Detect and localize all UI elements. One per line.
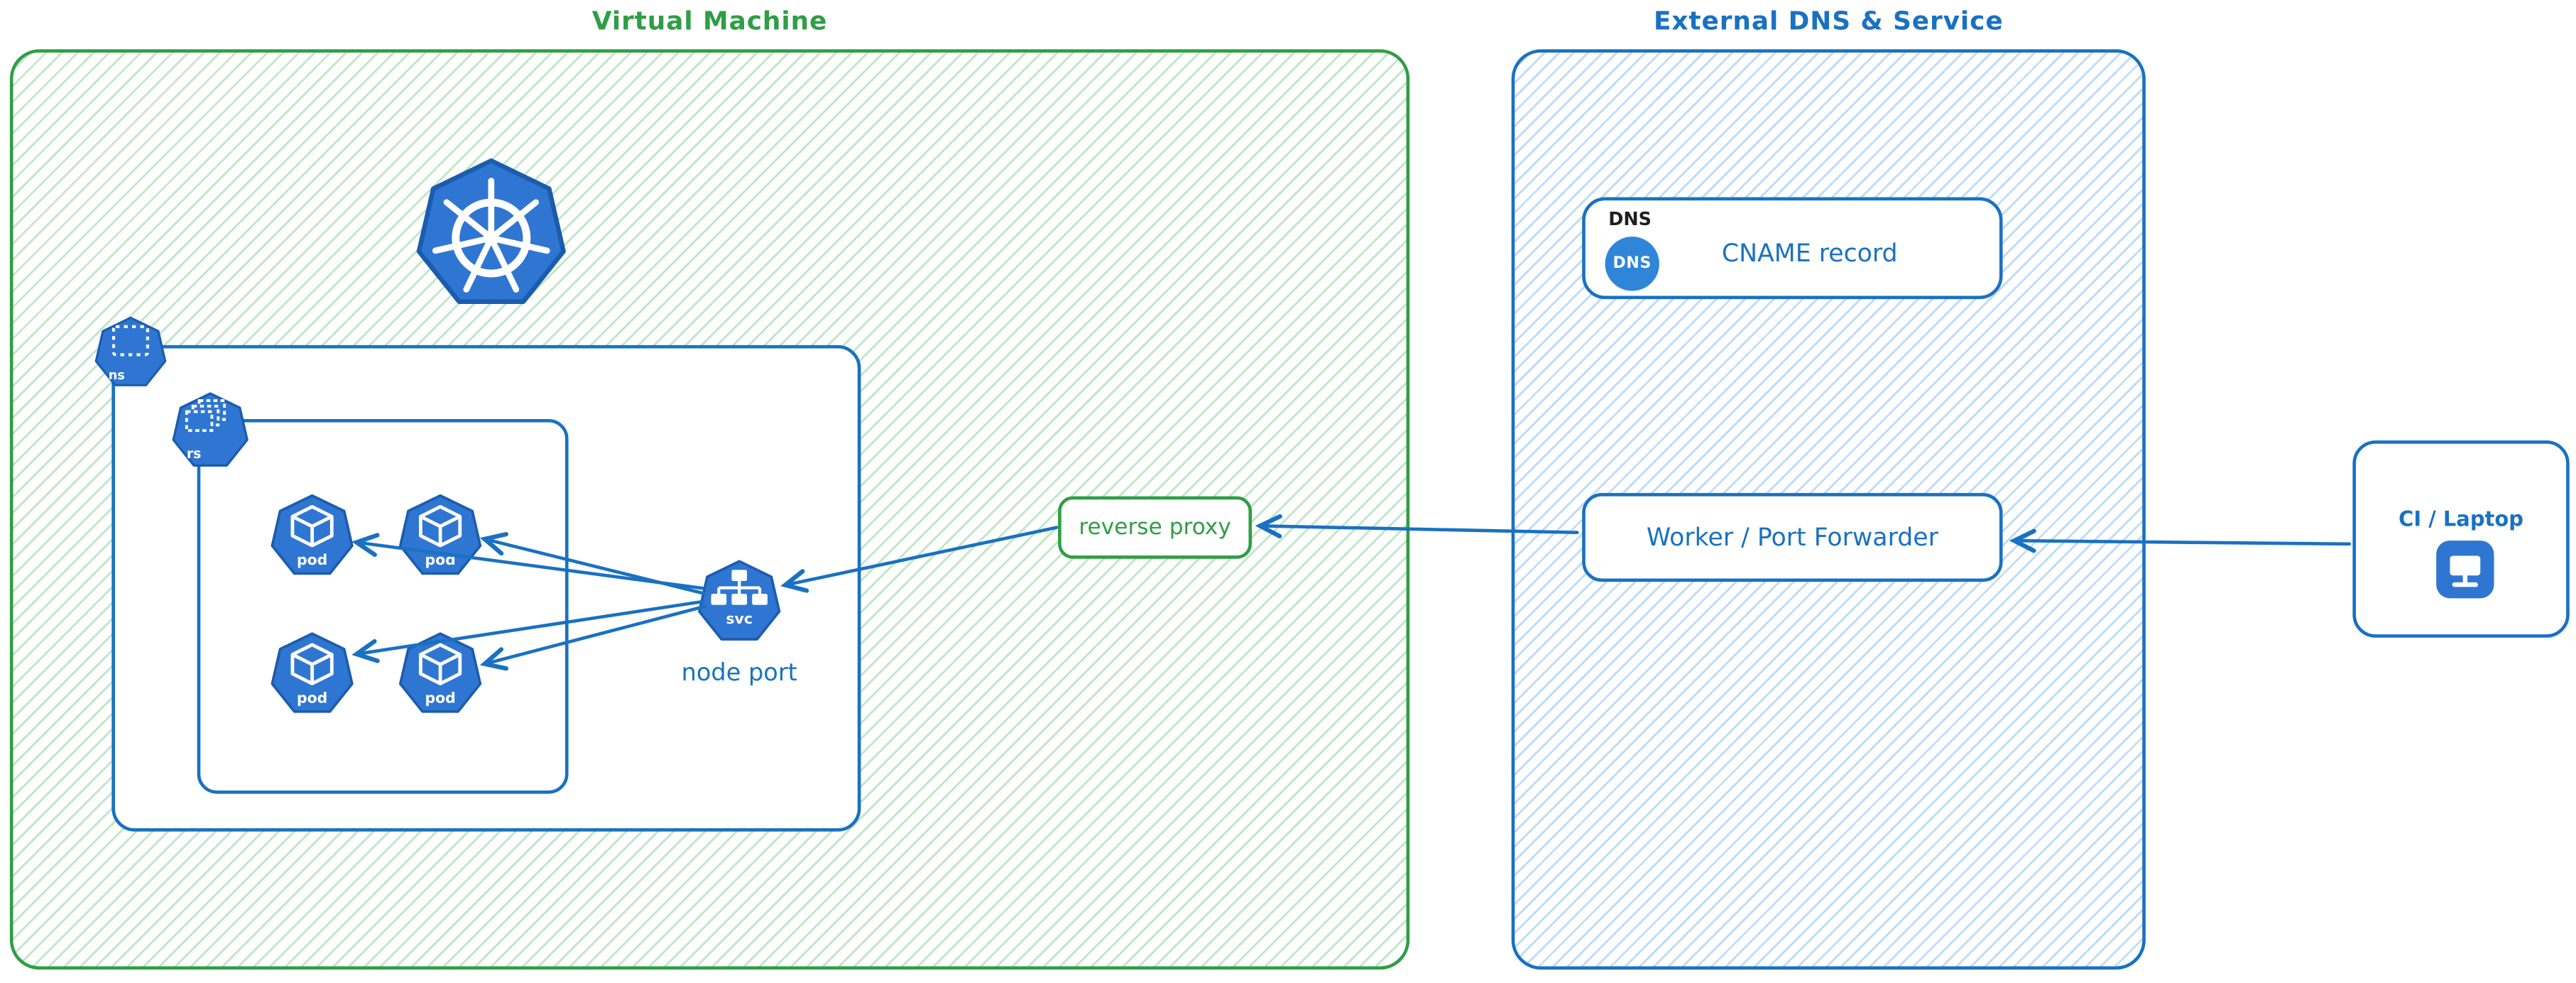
dns-icon: DNS (1605, 237, 1659, 291)
helm-hub (483, 230, 499, 246)
namespace-icon: ns (94, 316, 167, 386)
namespace-label: ns (109, 369, 125, 383)
pod-label: pod (297, 551, 327, 568)
ci-laptop-box: CI / Laptop (2352, 440, 2570, 638)
pod-icon: pod (271, 494, 354, 575)
replicaset-icon: rs (172, 392, 249, 467)
namespace-glyph (111, 325, 149, 357)
laptop-icon (2436, 541, 2494, 599)
service-label: svc (726, 610, 753, 627)
replicaset-label: rs (187, 446, 202, 462)
service-links (717, 580, 762, 594)
service-icon: svc (698, 560, 781, 641)
worker-label: Worker / Port Forwarder (1646, 522, 1938, 553)
pod-icon: pod (271, 632, 354, 713)
helm-ring (452, 198, 531, 278)
kubernetes-icon (414, 154, 568, 312)
cname-record-label: CNAME record (1721, 238, 1898, 268)
cube-glyph (290, 643, 334, 685)
pod-label: pod (425, 551, 455, 568)
node-port-label: node port (681, 661, 797, 688)
virtual-machine-title: Virtual Machine (591, 6, 828, 36)
ci-laptop-label: CI / Laptop (2398, 506, 2523, 531)
pod-icon: pod (398, 632, 482, 713)
pod-label: pod (425, 690, 455, 707)
reverse-proxy-box: reverse proxy (1058, 496, 1252, 559)
external-dns-title: External DNS & Service (1653, 6, 2004, 36)
dns-tag: DNS (1608, 208, 1652, 230)
service-glyph (711, 570, 768, 605)
helm-spokes (432, 178, 550, 293)
dns-record-card: DNS DNS CNAME record (1582, 197, 2003, 300)
replicaset-box (197, 419, 569, 794)
pod-label: pod (297, 690, 327, 707)
reverse-proxy-label: reverse proxy (1079, 514, 1231, 541)
replicaset-glyph (185, 399, 227, 433)
worker-port-forwarder-box: Worker / Port Forwarder (1582, 493, 2003, 582)
pod-icon: pod (398, 494, 482, 575)
cube-glyph (290, 504, 334, 548)
